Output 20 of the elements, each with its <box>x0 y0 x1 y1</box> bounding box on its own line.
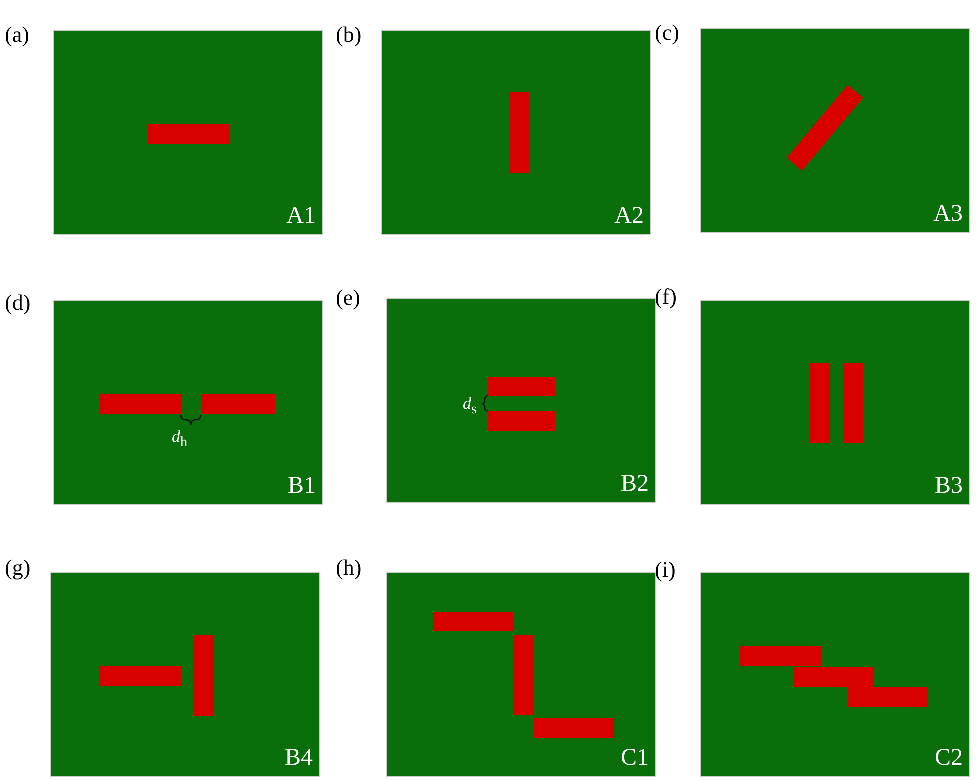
case-label: B4 <box>284 745 313 772</box>
gap-label: d$_{s}$ <box>463 394 478 418</box>
case-label: B1 <box>288 473 316 500</box>
panel-label: (d) <box>5 290 31 316</box>
panel-label: (b) <box>336 22 362 48</box>
panel-label: (i) <box>655 557 676 583</box>
case-label: C2 <box>934 745 963 772</box>
case-label: B2 <box>620 471 649 498</box>
case-label: C1 <box>620 745 649 772</box>
panel-label: (g) <box>5 555 31 581</box>
panel-label: (a) <box>5 22 30 48</box>
gap-label: d$_{h}$ <box>172 427 188 452</box>
panel-label: (h) <box>336 555 362 581</box>
case-label: B3 <box>934 473 963 500</box>
case-label: A2 <box>614 203 644 230</box>
case-label: A1 <box>286 203 316 230</box>
panel-label: (c) <box>655 20 680 46</box>
panel-label: (f) <box>655 284 677 310</box>
case-label: A3 <box>934 201 963 228</box>
panel-label: (e) <box>336 285 360 311</box>
